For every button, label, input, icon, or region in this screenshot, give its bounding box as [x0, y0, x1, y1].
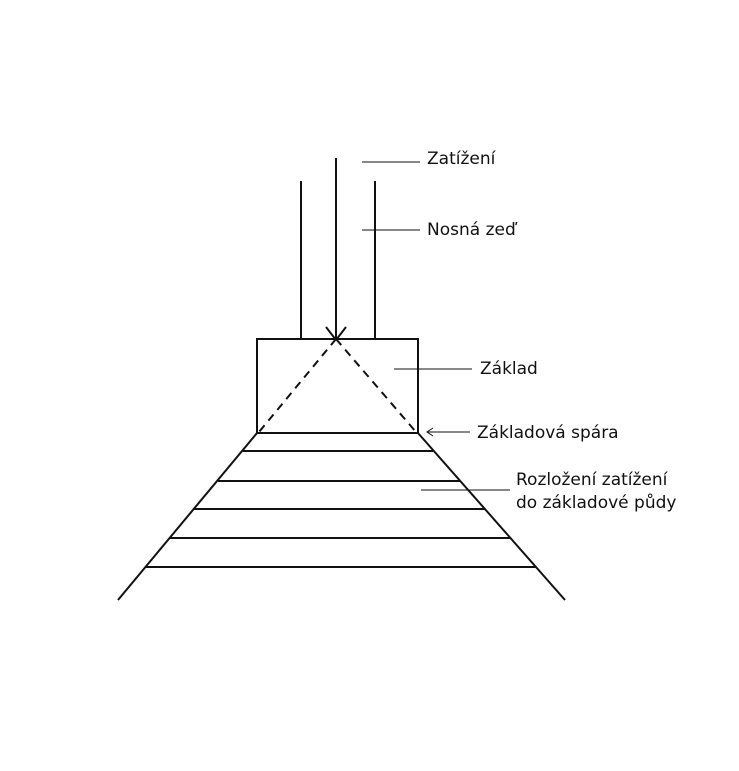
- label-load: Zatížení: [427, 149, 497, 169]
- spread-line-right: [335, 338, 417, 433]
- soil-side-left: [117, 432, 258, 601]
- soil-distribution: [117, 432, 566, 601]
- label-foundation: Základ: [480, 359, 538, 379]
- label-distribution-line1: Rozložení zatížení: [516, 470, 669, 490]
- leader-lines: [362, 161, 510, 491]
- soil-side-right: [417, 432, 566, 601]
- spread-line-left: [258, 338, 337, 433]
- label-footing-joint: Základová spára: [477, 423, 619, 443]
- label-wall: Nosná zeď: [427, 220, 518, 240]
- load-spread-dashed: [258, 338, 417, 433]
- leader-footing-joint-arrowhead: [426, 427, 434, 437]
- load-arrow-head-left: [325, 326, 337, 341]
- load-arrow-head-right: [335, 326, 347, 341]
- foundation-block: [256, 338, 419, 434]
- leader-footing-joint: [426, 427, 470, 437]
- label-distribution-line2: do základové půdy: [516, 493, 676, 513]
- load-arrow: [325, 158, 347, 341]
- bearing-wall: [300, 181, 376, 339]
